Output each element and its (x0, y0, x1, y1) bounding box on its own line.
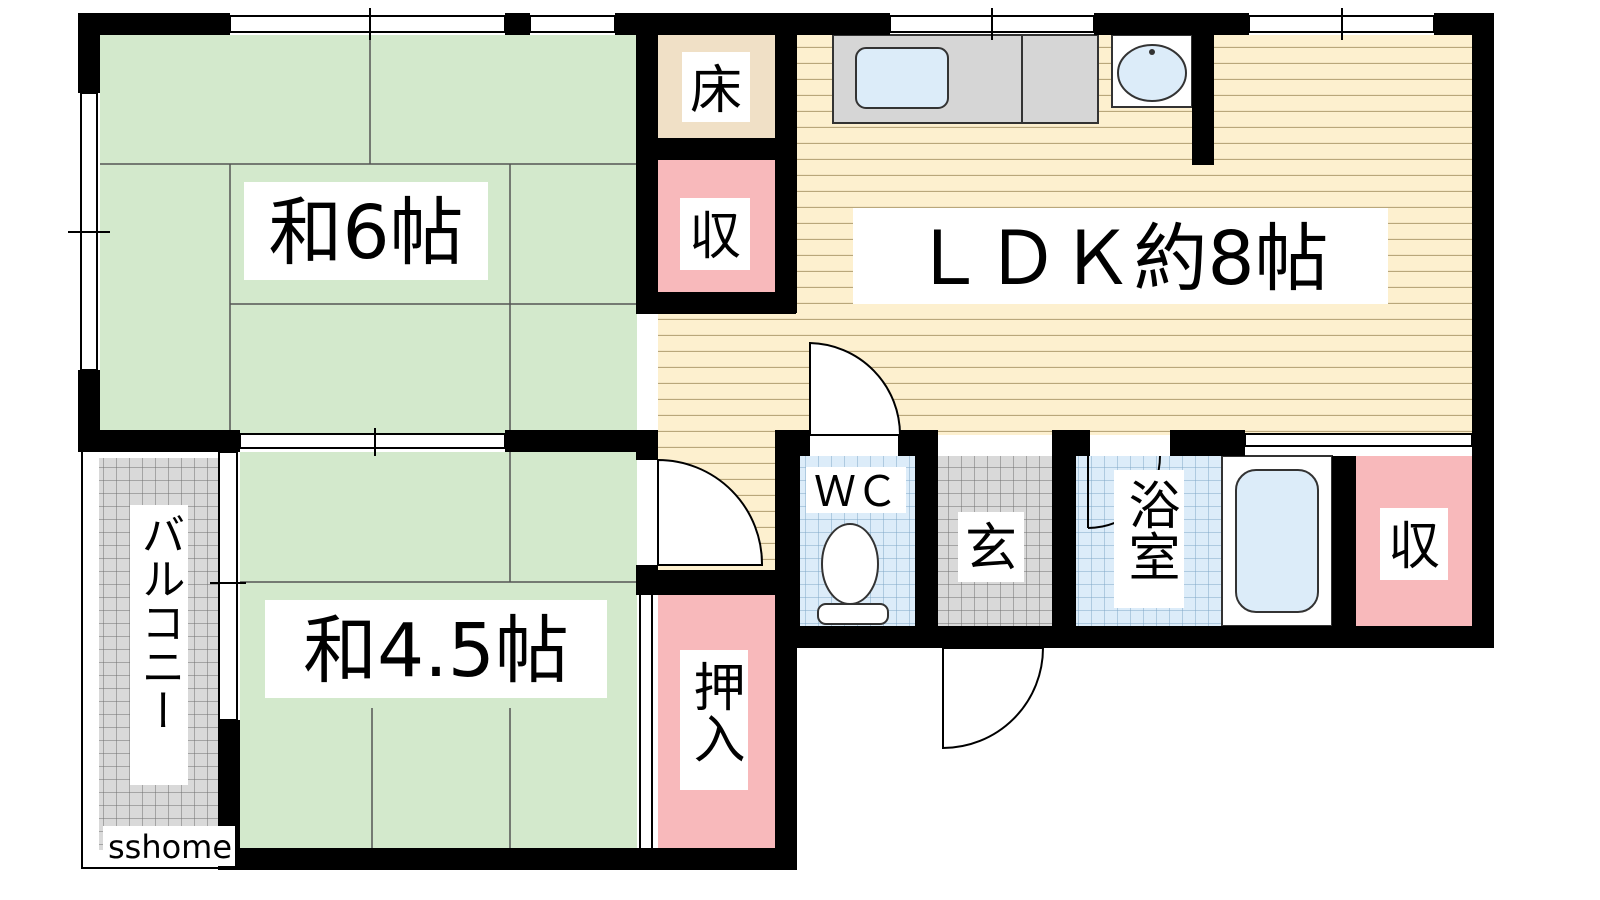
watermark-text: sshome (108, 828, 232, 866)
wash-basin-icon (1111, 34, 1193, 108)
windows (68, 8, 1473, 721)
kitchen-counter (832, 34, 1099, 124)
label-washitsu-4-5: 和4.5帖 (303, 608, 569, 694)
label-storage-top: 収 (689, 207, 741, 267)
label-oshiire: 押入 (684, 660, 744, 764)
doors (657, 341, 1161, 750)
label-bath: 浴室 (1119, 478, 1179, 582)
room-labels: 和6帖 和4.5帖 ＬＤＫ約8帖 床 収 収 押入 ＷＣ 玄 浴室 バルコニー (130, 52, 1448, 790)
label-genkan: 玄 (965, 519, 1017, 579)
balcony-railing (81, 452, 218, 869)
label-balcony: バルコニー (134, 512, 185, 732)
toilet-icon (817, 523, 889, 625)
label-ldk: ＬＤＫ約8帖 (911, 216, 1328, 302)
kitchen-sink-icon (855, 47, 949, 109)
label-toko: 床 (690, 61, 742, 121)
label-wc: ＷＣ (814, 467, 898, 516)
label-storage-right: 収 (1388, 517, 1440, 577)
label-washitsu-6: 和6帖 (268, 190, 463, 276)
bathtub-icon (1221, 455, 1333, 627)
walls (78, 13, 1494, 870)
